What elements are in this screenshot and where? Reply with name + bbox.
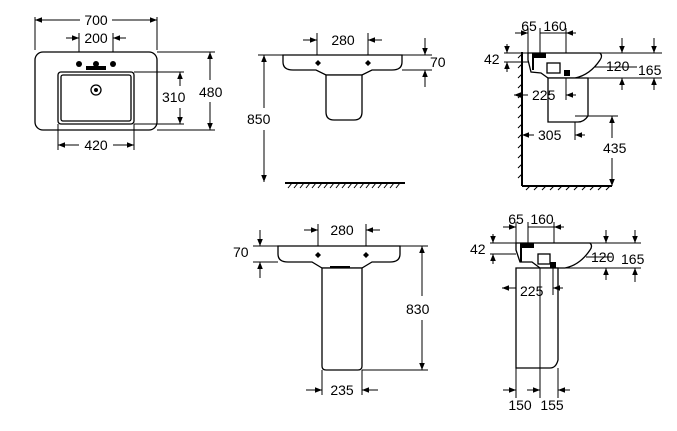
front-half-pedestal-view: 280 70 850	[247, 32, 446, 189]
side-full-footfront-label: 155	[540, 397, 564, 413]
tap-hole-center-icon	[93, 61, 99, 67]
side-full-pedestal-view: 65 160 42 120 165 225 150 155	[470, 211, 645, 413]
top-view: 700 200 480 310 420	[34, 12, 223, 153]
side-full-waste-label: 225	[520, 283, 544, 299]
side-half-trapheight-label: 435	[603, 140, 627, 156]
side-half-overflow-label: 120	[606, 58, 630, 74]
full-pedestal-side	[515, 267, 559, 369]
front-full-width-label: 235	[330, 382, 354, 398]
top-tap-spacing-label: 200	[84, 30, 108, 46]
side-half-wallgap-label: 65	[521, 18, 537, 34]
side-full-footback-label: 150	[508, 397, 532, 413]
side-half-rim-label: 42	[484, 51, 500, 67]
full-pedestal-shape	[321, 267, 363, 371]
front-half-tap-spacing-label: 280	[331, 32, 355, 48]
basin-front-shape-full	[277, 245, 401, 269]
tap-hole-left-icon	[76, 61, 82, 67]
side-full-tapoffset-label: 160	[530, 211, 554, 227]
top-width-label: 700	[84, 12, 108, 28]
side-full-overflow-label: 120	[591, 249, 615, 265]
front-full-pedestal-view: 280 70 830 235	[233, 222, 430, 398]
side-half-tapoffset-label: 160	[543, 18, 567, 34]
side-half-trapproj-label: 305	[538, 127, 562, 143]
side-half-pedestal-view: 65 160 42 120 165 225 305 435	[484, 18, 662, 191]
front-half-height-label: 850	[247, 111, 271, 127]
side-half-waste-label: 225	[532, 87, 556, 103]
basin-front-shape	[282, 54, 403, 76]
front-full-tap-spacing-label: 280	[330, 222, 354, 238]
front-full-rim-label: 70	[233, 244, 249, 260]
top-bowl-depth-label: 310	[162, 89, 186, 105]
half-pedestal-shape	[325, 74, 363, 121]
side-full-wallgap-label: 65	[508, 211, 524, 227]
side-full-rim-label: 42	[470, 241, 486, 257]
side-half-basinheight-label: 165	[638, 62, 662, 78]
front-half-rim-label: 70	[430, 54, 446, 70]
side-full-basinheight-label: 165	[621, 251, 645, 267]
top-bowl-width-label: 420	[84, 137, 108, 153]
tap-hole-right-icon	[110, 61, 116, 67]
top-depth-label: 480	[199, 84, 223, 100]
front-full-height-label: 830	[406, 301, 430, 317]
